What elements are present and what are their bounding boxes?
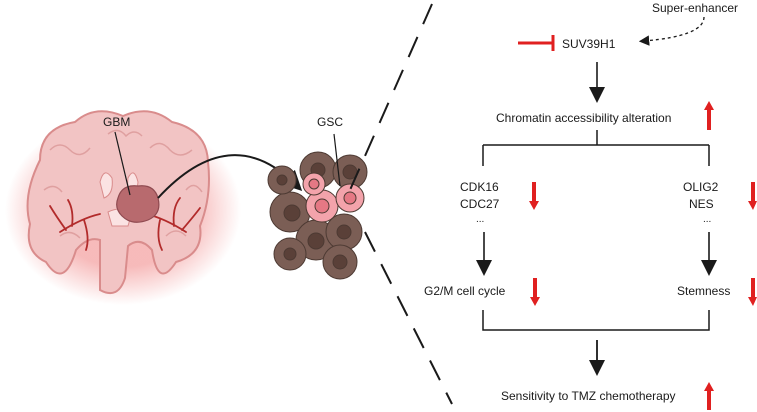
gsc-cell-cluster xyxy=(267,151,368,280)
inhibition-bar-icon xyxy=(518,35,555,51)
super-enhancer-label: Super-enhancer xyxy=(652,1,738,15)
dark-cell xyxy=(267,165,297,195)
dark-cell xyxy=(322,244,358,280)
brain-folds xyxy=(43,129,203,239)
up-red-arrow-icon xyxy=(704,101,714,130)
pink-cell xyxy=(305,189,339,223)
up-red-arrow-icon xyxy=(704,382,714,410)
down-red-arrow-icon xyxy=(530,278,540,306)
left-outcome-label: G2/M cell cycle xyxy=(424,284,506,298)
tumor-mass xyxy=(116,185,160,223)
pink-cell xyxy=(302,172,326,196)
gsc-label: GSC xyxy=(317,115,343,129)
down-red-arrow-icon xyxy=(748,278,757,306)
bottom-outcome-label: Sensitivity to TMZ chemotherapy xyxy=(501,389,676,403)
dark-cell xyxy=(269,191,311,233)
branch-bracket xyxy=(482,130,710,166)
left-gene-1: CDK16 xyxy=(460,180,499,194)
right-gene-2: NES xyxy=(689,197,714,211)
merge-bracket xyxy=(482,310,710,368)
gbm-pointer-line xyxy=(114,131,131,196)
gsc-pointer-line xyxy=(333,133,341,187)
dashed-divider-lower xyxy=(364,231,453,405)
chromatin-label: Chromatin accessibility alteration xyxy=(496,111,671,125)
down-red-arrow-icon xyxy=(748,182,757,210)
right-gene-1: OLIG2 xyxy=(683,180,719,194)
dark-cell xyxy=(332,154,368,190)
super-enhancer-arrow xyxy=(638,16,705,46)
gbm-label: GBM xyxy=(103,115,130,129)
brain-illustration: GBM xyxy=(5,110,241,305)
dark-cell xyxy=(273,237,307,271)
suv39h1-label: SUV39H1 xyxy=(562,37,616,51)
down-red-arrow-icon xyxy=(529,182,539,210)
pink-cell xyxy=(335,183,365,213)
left-gene-ellipsis: ... xyxy=(476,214,484,225)
left-gene-2: CDC27 xyxy=(460,197,500,211)
right-outcome-label: Stemness xyxy=(677,284,730,298)
right-gene-ellipsis: ... xyxy=(703,214,711,225)
